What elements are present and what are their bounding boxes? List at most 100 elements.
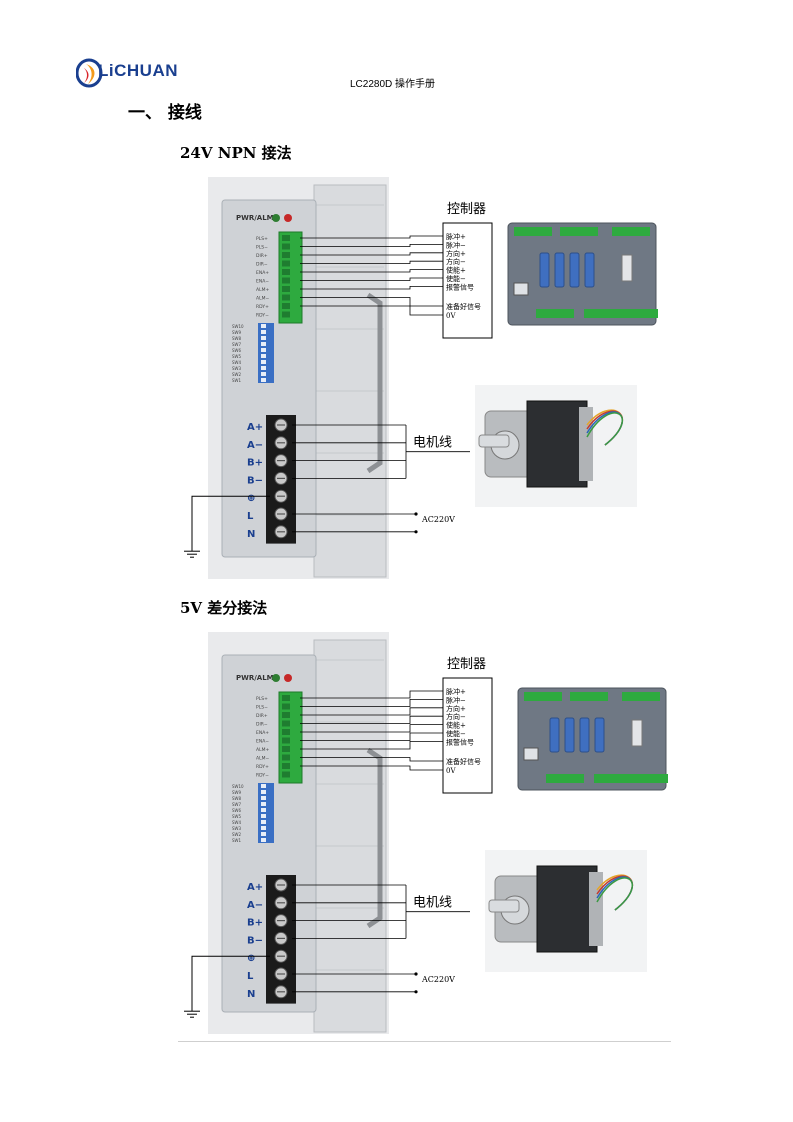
power-led [272,214,280,222]
display-port [621,254,633,282]
signal-label: 0V [446,312,456,320]
controller-terminal [536,309,574,318]
db-connector [554,252,565,288]
signal-wire [300,305,443,316]
signal-wire [300,757,443,762]
motor-endcap [589,872,603,946]
dip-label: SW5 [232,814,241,819]
terminal-label: B− [247,475,263,486]
motor-cable-label: 电机线 [413,436,452,451]
terminal-screw [282,303,290,309]
terminal-screw [282,260,290,267]
dip-label: SW7 [232,802,241,807]
signal-wire [300,269,443,273]
dip-toggle [261,336,266,340]
pin-label: ALM+ [256,287,269,293]
pin-label: DIR+ [256,713,268,719]
terminal-screw [282,695,290,701]
signal-wire [300,286,443,290]
terminal-screw [282,277,290,284]
signal-label: 方向− [446,257,466,266]
db-connector [584,252,595,288]
heatsink-handle [366,747,383,929]
signal-wire [300,297,443,307]
ac-wire-end [414,530,418,534]
terminal-screw [282,243,290,250]
heatsink [313,639,387,1033]
signal-label: 使能− [446,274,466,283]
db-connector [594,717,605,753]
terminal-screw [282,771,290,778]
controller-terminal [524,692,562,701]
terminal-screw [282,252,290,258]
pin-label: ENA+ [256,270,269,276]
dip-label: SW1 [232,378,241,383]
controller-terminal [560,227,598,236]
controller-terminal [594,774,632,783]
motor-lead-wire [596,877,634,911]
signal-label: 方向+ [446,704,466,713]
dip-toggle [261,814,266,818]
dip-label: SW2 [232,372,241,377]
signal-label: 0V [446,767,456,775]
db-connector [539,252,550,288]
terminal-label: B+ [247,458,263,469]
wiring-diagram-differential: PWR/ALMPLS+PLS−DIR+DIR−ENA+ENA−ALM+ALM−R… [184,632,668,1034]
terminal-label: B+ [247,918,263,929]
motor-endcap [579,407,593,481]
dip-label: SW10 [232,324,244,329]
pin-label: RDY− [256,773,269,779]
heatsink [313,184,387,578]
signal-wire [300,765,443,771]
dip-label: SW10 [232,784,244,789]
motor-body [526,400,588,488]
ac-label: AC220V [421,515,455,524]
signal-wire [300,690,443,699]
dip-toggle [261,372,266,376]
motor-shaft [488,899,520,913]
ground-wire [191,955,270,1012]
controller-terminal [612,227,650,236]
dip-label: SW3 [232,826,241,831]
controller-terminal [584,309,622,318]
signal-label: 脉冲− [446,240,466,249]
pin-label: DIR− [256,722,268,728]
terminal-screw [282,754,290,761]
signal-label: 报警信号 [446,282,474,291]
signal-wire [300,724,443,733]
ac-wire-end [414,972,418,976]
terminal-screw [282,763,290,769]
dip-label: SW4 [232,820,241,825]
dip-toggle [261,378,266,382]
terminal-screw [282,286,290,292]
ac-wire-end [414,990,418,994]
dip-toggle [261,366,266,370]
pin-label: PLS− [256,245,268,251]
dip-toggle [261,802,266,806]
db-connector [569,252,580,288]
controller-terminal [622,692,660,701]
dip-label: SW9 [232,330,241,335]
pin-label: PLS+ [256,236,268,242]
brand-name: LiCHUAN [98,61,178,80]
dip-toggle [261,820,266,824]
pin-label: ALM+ [256,747,269,753]
dip-toggle [261,360,266,364]
ground-wire [191,495,270,552]
dip-toggle [261,348,266,352]
terminal-label: A+ [247,422,263,433]
db-connector [549,717,560,753]
signal-wire [300,707,443,716]
motor-body [536,865,598,953]
ethernet-port [513,282,529,296]
dip-toggle [261,790,266,794]
pin-label: RDY+ [256,764,269,770]
dip-label: SW9 [232,790,241,795]
controller-terminal [514,227,552,236]
controller-box [442,222,493,339]
terminal-label: L [247,511,254,522]
signal-label: 方向− [446,712,466,721]
db-connector [579,717,590,753]
terminal-label: ⊕ [247,493,255,504]
controller-terminal [630,774,668,783]
